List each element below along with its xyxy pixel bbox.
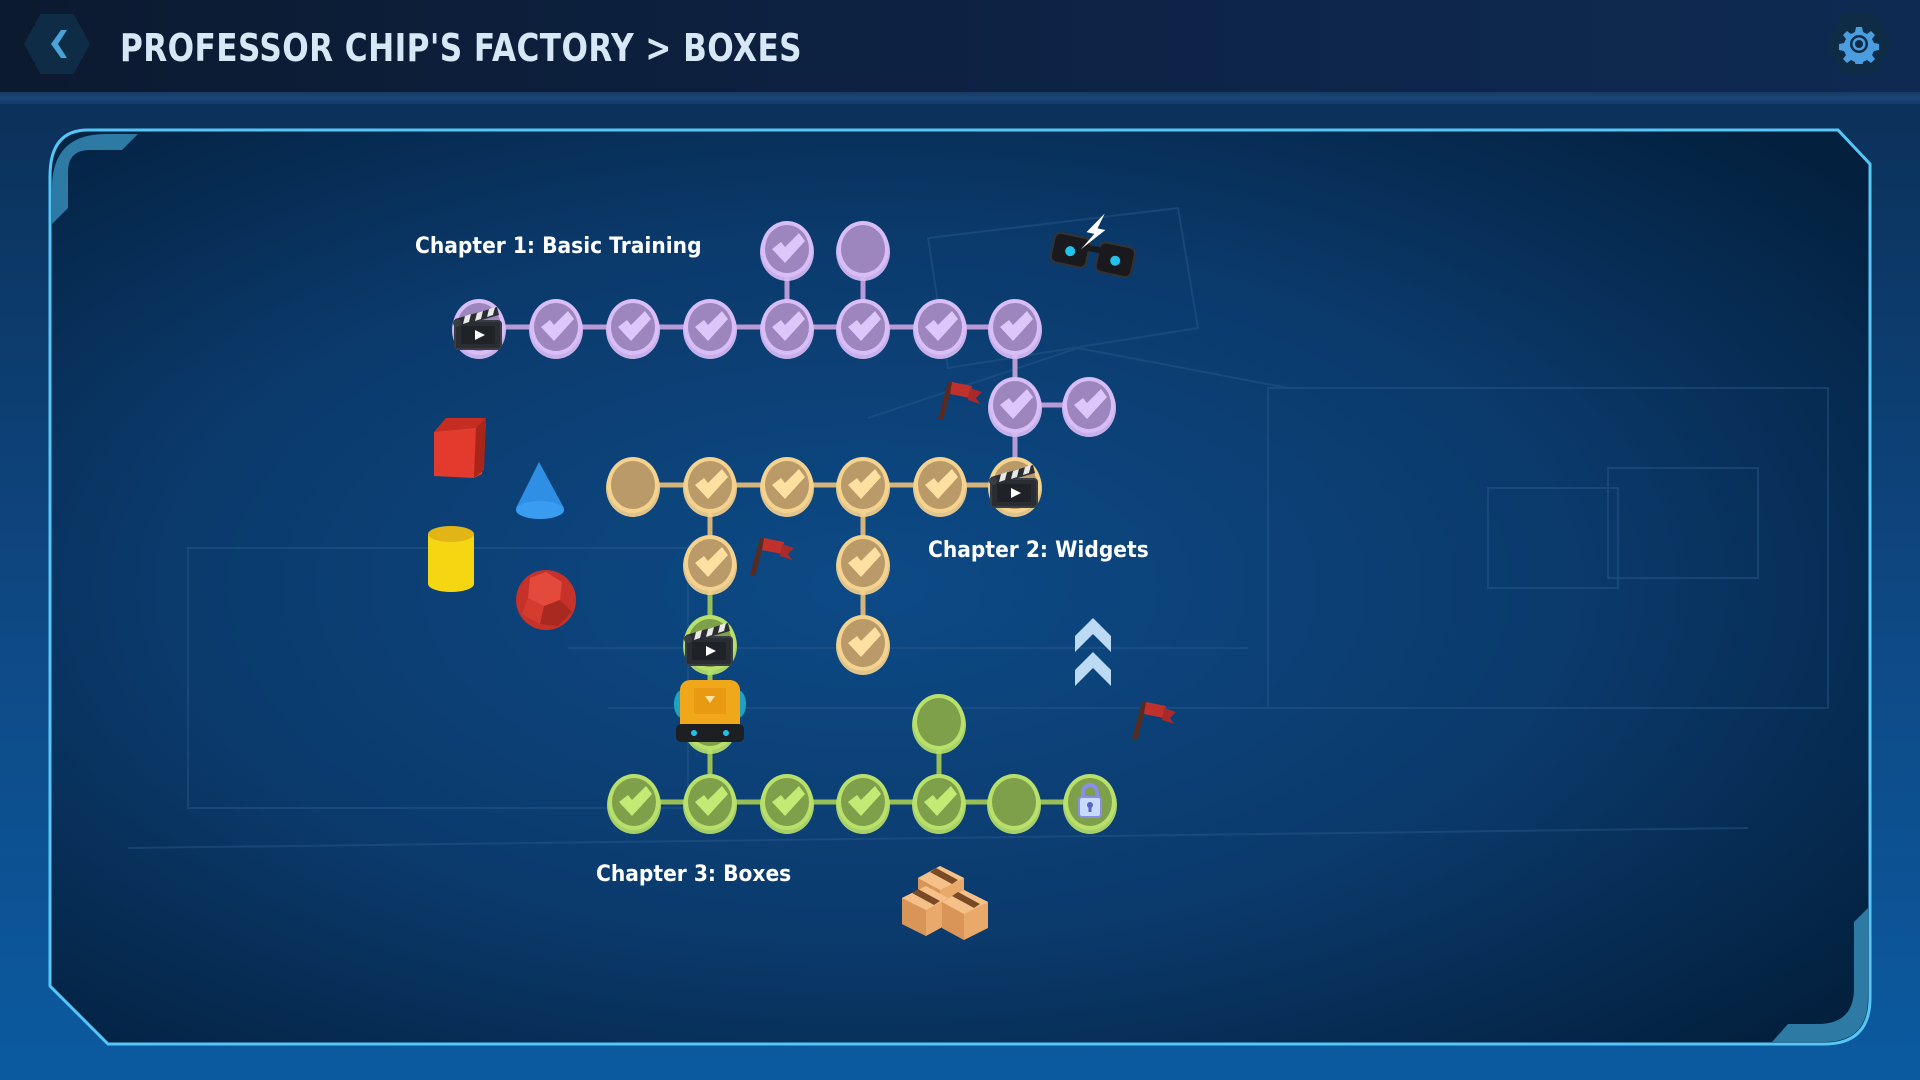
chevron-left-icon — [51, 30, 67, 58]
checkmark-icon — [772, 233, 805, 263]
checkmark-icon — [695, 786, 728, 816]
blue-cone-icon — [516, 462, 564, 519]
checkmark-icon — [772, 311, 805, 341]
video-clapper-icon — [453, 307, 502, 350]
level-node-completed[interactable] — [760, 299, 814, 359]
red-flag-icon — [1132, 702, 1176, 740]
lock-icon — [1078, 783, 1102, 818]
robot-glasses-icon — [1049, 213, 1137, 279]
level-node-completed[interactable] — [606, 299, 660, 359]
red-cube-icon — [434, 418, 486, 478]
checkmark-icon — [925, 469, 958, 499]
level-node-completed[interactable] — [913, 457, 967, 517]
level-node-open[interactable] — [606, 457, 660, 517]
level-node-completed[interactable] — [1062, 377, 1116, 437]
checkmark-icon — [772, 786, 805, 816]
checkmark-icon — [924, 786, 957, 816]
red-geodesic-sphere-icon — [516, 570, 576, 630]
level-node-video[interactable] — [683, 615, 737, 675]
level-node-video[interactable] — [988, 457, 1042, 517]
checkmark-icon — [618, 311, 651, 341]
checkmark-icon — [772, 469, 805, 499]
checkmark-icon — [1000, 311, 1033, 341]
level-node-completed[interactable] — [683, 535, 737, 595]
panel-frame — [48, 128, 1872, 1046]
level-node-completed[interactable] — [836, 615, 890, 675]
level-map-panel — [48, 128, 1872, 1046]
checkmark-icon — [925, 311, 958, 341]
level-node-completed[interactable] — [912, 774, 966, 834]
level-node-completed[interactable] — [760, 774, 814, 834]
level-node-video[interactable] — [452, 299, 506, 359]
back-button[interactable] — [24, 14, 90, 74]
robot-avatar-icon — [674, 680, 746, 742]
level-node-completed[interactable] — [683, 457, 737, 517]
level-node-completed[interactable] — [529, 299, 583, 359]
level-node-completed[interactable] — [836, 299, 890, 359]
level-node-open[interactable] — [987, 774, 1041, 834]
nodes-layer — [452, 221, 1117, 834]
double-chevron-up-icon — [1075, 618, 1111, 686]
video-clapper-icon — [989, 465, 1038, 508]
checkmark-icon — [695, 311, 728, 341]
red-flag-icon — [938, 382, 982, 420]
level-node-completed[interactable] — [988, 299, 1042, 359]
level-node-open[interactable] — [912, 694, 966, 754]
top-bar-divider — [0, 92, 1920, 104]
level-node-completed[interactable] — [836, 774, 890, 834]
checkmark-icon — [695, 547, 728, 577]
level-node-open[interactable] — [836, 221, 890, 281]
checkmark-icon — [541, 311, 574, 341]
page-title: PROFESSOR CHIP'S FACTORY > BOXES — [120, 26, 803, 70]
top-bar — [0, 0, 1920, 92]
checkmark-icon — [848, 311, 881, 341]
gear-icon — [1839, 27, 1879, 64]
checkmark-icon — [848, 547, 881, 577]
yellow-cylinder-icon — [428, 526, 474, 592]
chapter-2-label: Chapter 2: Widgets — [928, 538, 1149, 563]
checkmark-icon — [695, 469, 728, 499]
checkmark-icon — [1074, 389, 1107, 419]
level-node-completed[interactable] — [988, 377, 1042, 437]
level-node-completed[interactable] — [836, 535, 890, 595]
cardboard-boxes-icon — [902, 866, 988, 940]
level-node-completed[interactable] — [683, 774, 737, 834]
level-node-current[interactable] — [674, 680, 746, 754]
checkmark-icon — [848, 627, 881, 657]
level-node-completed[interactable] — [913, 299, 967, 359]
level-node-completed[interactable] — [836, 457, 890, 517]
red-flag-icon — [750, 538, 794, 576]
checkmark-icon — [1000, 389, 1033, 419]
settings-button[interactable] — [1826, 14, 1892, 74]
checkmark-icon — [848, 469, 881, 499]
level-node-locked[interactable] — [1063, 774, 1117, 834]
checkmark-icon — [619, 786, 652, 816]
video-clapper-icon — [684, 623, 733, 666]
level-node-completed[interactable] — [683, 299, 737, 359]
level-node-completed[interactable] — [760, 221, 814, 281]
chapter-3-label: Chapter 3: Boxes — [596, 862, 792, 887]
level-node-completed[interactable] — [760, 457, 814, 517]
chapter-1-label: Chapter 1: Basic Training — [415, 234, 702, 259]
level-node-completed[interactable] — [607, 774, 661, 834]
checkmark-icon — [848, 786, 881, 816]
